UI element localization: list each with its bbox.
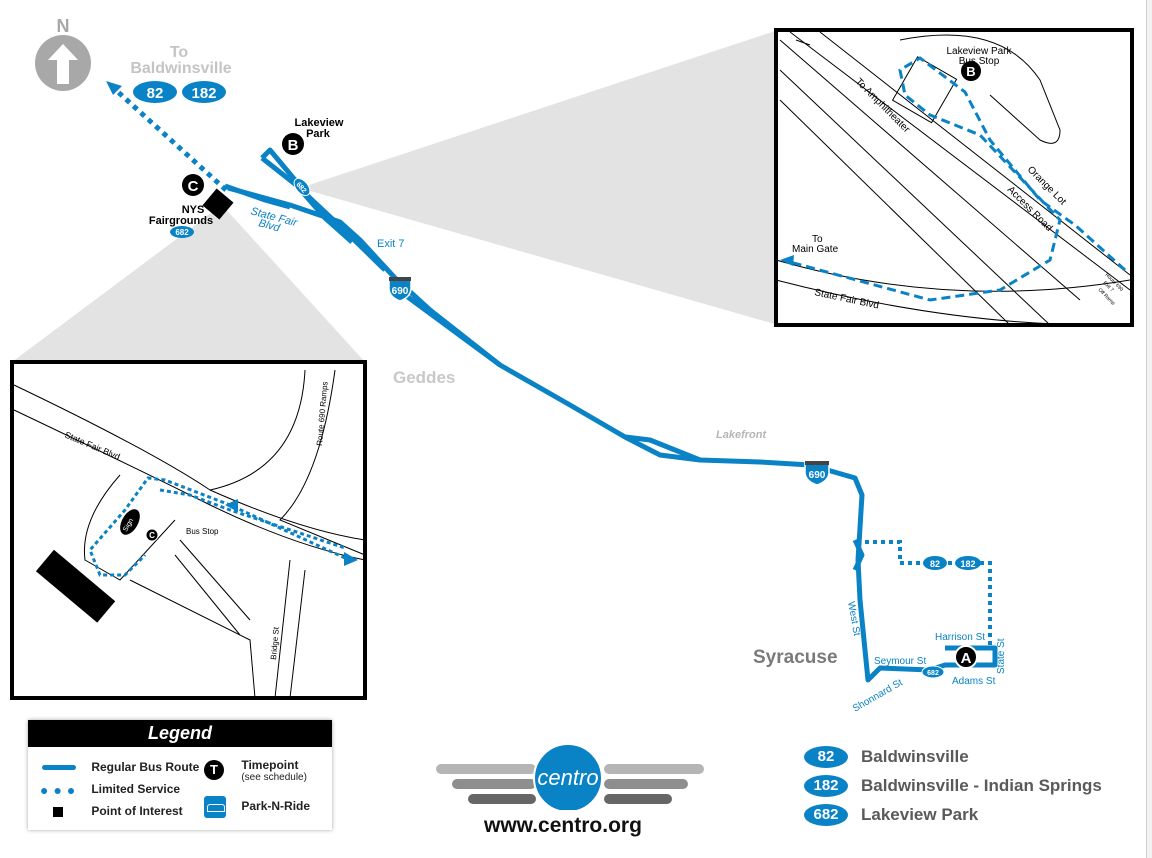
route-badge-82	[133, 81, 177, 103]
route-name: Baldwinsville	[861, 746, 969, 766]
legend-item-timepoint: T Timepoint (see schedule)	[204, 759, 307, 783]
svg-text:A: A	[961, 650, 972, 667]
page-edge	[1146, 0, 1152, 858]
north-label: N	[57, 16, 70, 36]
svg-text:82: 82	[147, 85, 164, 102]
legend-item-poi: Point of Interest	[53, 804, 183, 818]
dotted-line-icon: ●●●	[40, 782, 81, 798]
timepoint-a-icon	[954, 645, 978, 669]
route-name: Lakeview Park	[861, 804, 979, 824]
to-main-gate-label: To	[812, 234, 823, 245]
legend-item-park-n-ride: Park-N-Ride	[204, 796, 310, 818]
svg-text:690: 690	[809, 470, 826, 481]
timepoint-c-icon	[145, 528, 159, 542]
adams-st-label: Adams St	[952, 676, 996, 687]
legend-item-limited: ●●● Limited Service	[40, 782, 181, 798]
route-badge-182-downtown	[955, 556, 981, 570]
route-list: 82 Baldwinsville 182 Baldwinsville - Ind…	[804, 742, 1102, 829]
seymour-st-label: Seymour St	[874, 656, 926, 667]
route-name: Baldwinsville - Indian Springs	[861, 775, 1102, 795]
solid-line-icon	[42, 765, 76, 771]
square-icon	[53, 806, 63, 817]
exit-7-label: Exit 7	[377, 238, 405, 250]
arrow-icon	[780, 255, 794, 266]
svg-text:182: 182	[191, 85, 216, 102]
arrow-icon	[225, 499, 238, 512]
svg-text:682: 682	[927, 670, 939, 677]
route-badge-682: 682	[293, 177, 311, 197]
timepoint-b-icon	[282, 133, 304, 155]
inset-limited-route	[88, 476, 346, 577]
state-st-label: State St	[996, 638, 1007, 674]
arrow-icon	[344, 552, 358, 566]
limited-service-downtown	[865, 540, 992, 648]
timepoint-c-icon	[182, 174, 204, 196]
inset-route-dashed	[789, 56, 1127, 302]
fairgrounds-callout-wedge	[12, 205, 365, 362]
svg-text:C: C	[188, 178, 199, 195]
svg-text:682: 682	[175, 228, 189, 237]
legend-item-regular: Regular Bus Route	[42, 760, 199, 774]
route-badge: 682	[804, 803, 848, 826]
parking-stalls	[174, 539, 251, 636]
sign-shape	[120, 509, 140, 535]
svg-text:B: B	[288, 137, 299, 154]
svg-text:Park: Park	[306, 128, 331, 140]
timepoint-b-icon	[961, 61, 981, 81]
inset-lakeview-map: Lakeview Park Bus Stop B To Amphitheater…	[774, 28, 1134, 327]
bus-stop-label: Bus Stop	[186, 527, 219, 536]
svg-text:82: 82	[930, 559, 940, 569]
legend: Legend Regular Bus Route ●●● Limited Ser…	[28, 720, 332, 830]
route-badge-682	[921, 665, 945, 679]
route-badge-182	[182, 81, 226, 103]
inset-b-title: Lakeview Park	[946, 46, 1012, 57]
route-badge: 82	[804, 745, 848, 768]
svg-text:Main Gate: Main Gate	[792, 244, 839, 255]
arrow-icon	[106, 81, 122, 95]
svg-text:Fairgrounds: Fairgrounds	[149, 215, 213, 227]
svg-text:Blvd: Blvd	[257, 217, 282, 234]
to-label: To	[170, 44, 189, 61]
svg-text:182: 182	[960, 559, 975, 569]
bridge-st-label: Bridge St	[269, 626, 281, 660]
stop-c-name: NYS	[182, 204, 205, 216]
limited-service-line	[116, 90, 228, 192]
lakefront-label: Lakefront	[716, 429, 767, 441]
syracuse-label: Syracuse	[753, 647, 838, 668]
logo-text: centro	[537, 765, 598, 790]
route-badge-82-downtown	[923, 556, 947, 570]
timepoint-icon: T	[204, 760, 224, 780]
legend-title: Legend	[28, 720, 332, 747]
interstate-690-shield: 690	[388, 277, 412, 302]
interstate-690-shield: 690	[804, 461, 830, 486]
park-n-ride-icon	[204, 796, 226, 818]
point-of-interest-icon	[202, 188, 234, 220]
route-badge-682	[170, 226, 194, 238]
baldwinsville-label: Baldwinsville	[130, 60, 231, 77]
route-item: 82 Baldwinsville	[804, 742, 1102, 771]
inset-fairgrounds-map: Main Gate Sign C Bus Stop State Fair Blv…	[10, 360, 367, 700]
geddes-label: Geddes	[393, 368, 455, 387]
route-item: 682 Lakeview Park	[804, 800, 1102, 829]
svg-text:Bus Stop: Bus Stop	[959, 56, 1000, 67]
svg-text:B: B	[966, 64, 975, 79]
stop-b-name: Lakeview	[295, 117, 344, 129]
route-item: 182 Baldwinsville - Indian Springs	[804, 771, 1102, 800]
route-badge: 182	[804, 774, 848, 797]
centro-logo: centro	[436, 743, 704, 810]
main-gate-block	[35, 549, 116, 623]
website-link[interactable]: www.centro.org	[484, 814, 642, 837]
harrison-st-label: Harrison St	[935, 632, 985, 643]
shonnard-st-label: Shonnard St	[851, 677, 905, 714]
svg-text:690: 690	[392, 286, 409, 297]
lakeview-callout-wedge	[300, 30, 778, 325]
svg-text:C: C	[149, 531, 155, 540]
